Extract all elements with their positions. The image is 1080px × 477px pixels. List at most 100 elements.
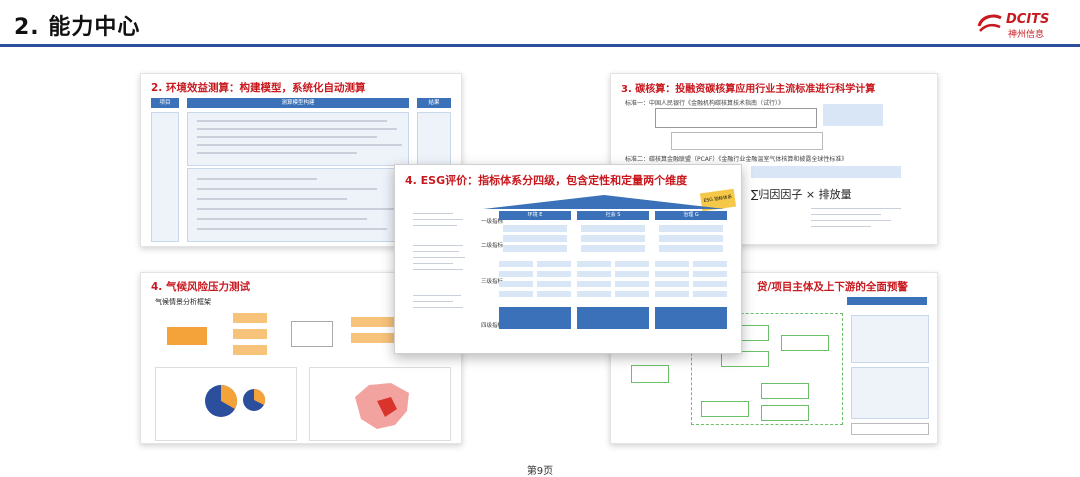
warn-node (761, 383, 809, 399)
esg-cell (615, 291, 649, 297)
esg-cell (693, 271, 727, 277)
esg-cell (659, 245, 723, 252)
text-line (413, 307, 463, 308)
col-header-result: 结果 (417, 98, 451, 108)
text-line (197, 188, 377, 190)
roof-shape (483, 195, 725, 209)
esg-cell (655, 281, 689, 287)
esg-col-header: 环境 E (499, 211, 571, 220)
text-line (413, 295, 461, 296)
formula-box-1 (655, 108, 817, 128)
text-line (197, 228, 387, 230)
company-logo: DCITS 神州信息 (976, 12, 1066, 40)
flow-node (351, 317, 395, 327)
esg-column-g: 治理 G (655, 211, 727, 329)
esg-left-label: 一级指标 (481, 219, 504, 225)
text-line (413, 257, 465, 258)
esg-left-label: 二级指标 (481, 243, 504, 249)
esg-cell (577, 281, 611, 287)
esg-col-header: 社会 S (577, 211, 649, 220)
esg-cell (537, 281, 571, 287)
text-line (413, 225, 457, 226)
esg-cell (655, 271, 689, 277)
esg-cell (503, 235, 567, 242)
warn-header (847, 297, 927, 305)
text-line (413, 301, 453, 302)
col-header-model: 测算模型构建 (187, 98, 409, 108)
text-line (413, 251, 459, 252)
text-line (413, 219, 463, 220)
text-line (197, 136, 377, 138)
standard-two: 标准二：碳核算金融联盟（PCAF）《金融行业金融温室气体核算和披露全球性标准》 (625, 156, 848, 163)
warn-node (631, 365, 669, 383)
esg-left-label: 四级指标 (481, 323, 504, 329)
header-rule (0, 44, 1080, 47)
esg-column-e: 环境 E (499, 211, 571, 329)
flow-node (291, 321, 333, 347)
warn-node (781, 335, 829, 351)
esg-cell (693, 261, 727, 267)
standard-one: 标准一：中国人民银行《金融机构碳核算技术指南（试行）》 (625, 100, 785, 107)
formula-box-2 (823, 104, 883, 126)
text-line (413, 263, 453, 264)
text-line (197, 178, 317, 180)
flow-node (233, 345, 267, 355)
card-title: 4. ESG评价：指标体系分四级，包含定性和定量两个维度 (405, 174, 688, 187)
esg-cell (577, 291, 611, 297)
flow-node (167, 327, 207, 345)
esg-cell (537, 291, 571, 297)
map-panel (309, 367, 451, 441)
warn-node (701, 401, 749, 417)
pie-chart-icon (243, 388, 266, 411)
text-line (197, 208, 397, 210)
page-title: 2. 能力中心 (14, 15, 141, 40)
esg-left-notes (405, 205, 475, 345)
text-line (197, 128, 397, 130)
esg-cell (499, 261, 533, 267)
esg-cell (615, 281, 649, 287)
esg-cell (615, 271, 649, 277)
esg-col-header: 治理 G (655, 211, 727, 220)
esg-left-label: 三级指标 (481, 279, 504, 285)
esg-cell (693, 291, 727, 297)
col-header-project: 项目 (151, 98, 179, 108)
china-map-icon (355, 383, 409, 429)
text-line (197, 198, 347, 200)
formula-box-3 (671, 132, 823, 150)
card-subtitle: 气候情景分析框架 (155, 298, 211, 306)
card-esg-evaluation: 4. ESG评价：指标体系分四级，包含定性和定量两个维度 ESG 指标体系 一级… (394, 164, 742, 354)
flow-node (233, 329, 267, 339)
esg-cell (537, 271, 571, 277)
esg-quant-box (499, 307, 571, 329)
logo-sub: 神州信息 (1008, 30, 1045, 40)
warn-event-panel (851, 367, 929, 419)
esg-quant-box (577, 307, 649, 329)
text-line (811, 226, 871, 227)
formula-text: ∑归因因子 × 排放量 (751, 188, 852, 201)
esg-column-s: 社会 S (577, 211, 649, 329)
esg-quant-box (655, 307, 727, 329)
text-line (197, 152, 357, 154)
esg-cell (577, 271, 611, 277)
text-line (811, 214, 881, 215)
esg-cell (503, 245, 567, 252)
warn-node (721, 351, 769, 367)
esg-cell (655, 261, 689, 267)
warn-node (761, 405, 809, 421)
esg-cell (581, 225, 645, 232)
pie-panel (155, 367, 297, 441)
text-line (197, 144, 402, 146)
text-line (413, 269, 463, 270)
logo-brand: DCITS (1006, 12, 1050, 27)
text-line (413, 213, 453, 214)
warn-footer (851, 423, 929, 435)
text-line (197, 120, 387, 122)
card-title: 2. 环境效益测算：构建模型，系统化自动测算 (151, 82, 366, 94)
esg-cell (499, 281, 533, 287)
flow-node (351, 333, 395, 343)
warn-event-panel (851, 315, 929, 363)
esg-cell (499, 291, 533, 297)
text-line (811, 220, 891, 221)
esg-cell (499, 271, 533, 277)
esg-cell (503, 225, 567, 232)
